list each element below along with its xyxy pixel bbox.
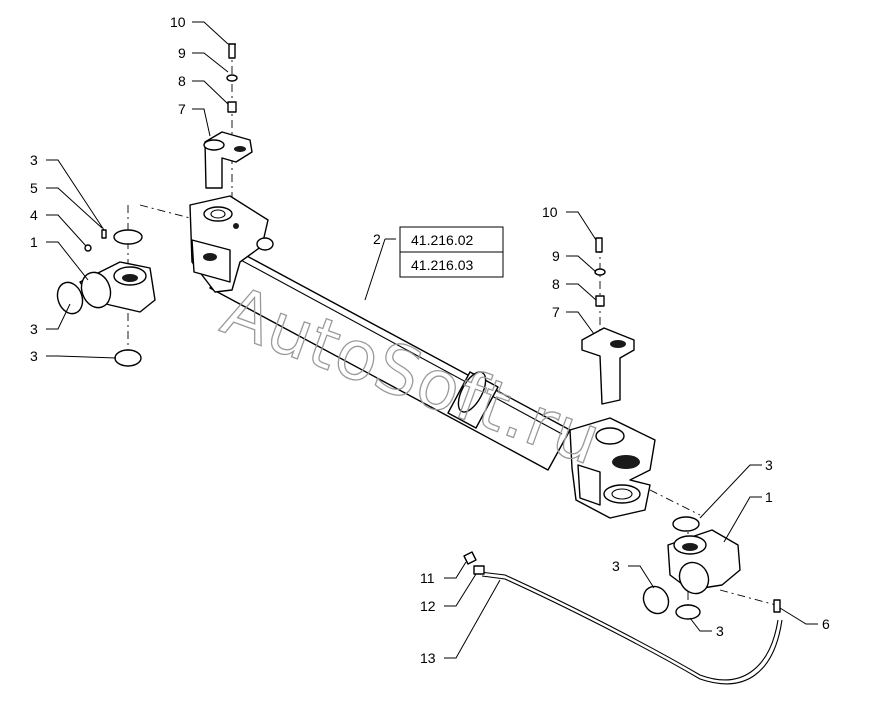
reference-1: 41.216.02 bbox=[411, 232, 473, 248]
grease-hose bbox=[463, 551, 783, 685]
leader-lines bbox=[46, 21, 818, 659]
callout-9-right: 9 bbox=[552, 248, 560, 264]
callout-1-left: 1 bbox=[30, 234, 38, 250]
reference-2: 41.216.03 bbox=[411, 257, 473, 273]
callout-3-right-c: 3 bbox=[716, 623, 724, 639]
left-rod-end bbox=[56, 229, 156, 367]
right-rod-end bbox=[642, 516, 781, 620]
callout-11: 11 bbox=[420, 570, 435, 586]
callout-2: 2 bbox=[373, 231, 381, 247]
left-clevis bbox=[189, 195, 274, 293]
callout-3-left-b: 3 bbox=[30, 321, 38, 337]
callout-12: 12 bbox=[420, 598, 436, 614]
pin-assembly-left bbox=[203, 43, 253, 189]
callout-3-left-a: 3 bbox=[30, 152, 38, 168]
callout-7-top: 7 bbox=[178, 101, 186, 117]
callout-labels: 10 9 8 7 3 5 4 1 3 3 2 10 9 8 7 3 1 3 3 … bbox=[30, 14, 830, 666]
callout-8-top: 8 bbox=[178, 73, 186, 89]
callout-10-right: 10 bbox=[542, 204, 558, 220]
callout-13: 13 bbox=[420, 650, 436, 666]
callout-4: 4 bbox=[30, 207, 38, 223]
callout-1-right: 1 bbox=[765, 489, 773, 505]
callout-7-right: 7 bbox=[552, 304, 560, 320]
right-clevis bbox=[569, 417, 656, 519]
callout-9-top: 9 bbox=[178, 45, 186, 61]
callout-3-left-c: 3 bbox=[30, 348, 38, 364]
reference-box: 41.216.02 41.216.03 bbox=[399, 226, 504, 278]
callout-5: 5 bbox=[30, 180, 38, 196]
callout-8-right: 8 bbox=[552, 276, 560, 292]
center-lines bbox=[103, 48, 777, 615]
callout-3-right-b: 3 bbox=[612, 558, 620, 574]
callout-6: 6 bbox=[822, 616, 830, 632]
callout-10-top: 10 bbox=[170, 14, 186, 30]
pin-assembly-right bbox=[581, 237, 635, 405]
callout-3-right-a: 3 bbox=[765, 457, 773, 473]
